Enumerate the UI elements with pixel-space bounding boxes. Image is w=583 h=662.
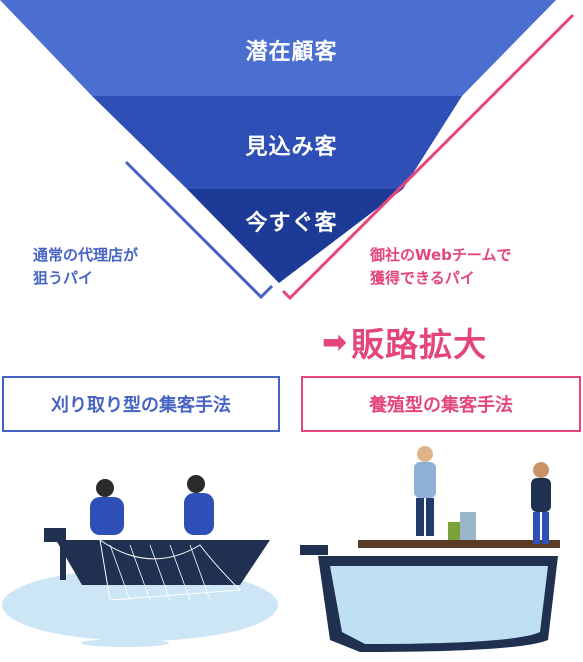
aquaculture-illustration [300, 446, 560, 652]
right-pie-caption: 御社のWebチームで 獲得できるパイ [370, 244, 511, 290]
funnel-label-immediate: 今すぐ客 [245, 211, 338, 236]
right-bracket-line [281, 13, 575, 301]
cultivation-method-box: 養殖型の集客手法 [301, 376, 581, 432]
right-pie-line1: 御社のWebチームで [370, 246, 512, 264]
right-arrow-icon: ➡ [322, 324, 348, 360]
cultivation-method-label: 養殖型の集客手法 [369, 395, 513, 416]
left-pie-line2: 狙うパイ [33, 269, 94, 287]
funnel-label-prospect: 見込み客 [245, 135, 338, 160]
harvest-method-box: 刈り取り型の集客手法 [2, 376, 280, 432]
net-fishing-illustration [2, 475, 278, 647]
left-bracket-line [124, 160, 274, 300]
left-pie-line1: 通常の代理店が [33, 246, 139, 264]
funnel-level-prospect [92, 96, 462, 189]
funnel-label-potential: 潜在顧客 [245, 40, 338, 65]
right-pie-line2: 獲得できるパイ [370, 269, 475, 287]
funnel-level-potential [0, 0, 556, 96]
channel-expansion: ➡ 販路拡大 [322, 318, 487, 366]
funnel-level-immediate [187, 189, 403, 283]
channel-expansion-label: 販路拡大 [351, 325, 488, 364]
left-pie-caption: 通常の代理店が 狙うパイ [33, 244, 138, 290]
harvest-method-label: 刈り取り型の集客手法 [51, 395, 231, 416]
